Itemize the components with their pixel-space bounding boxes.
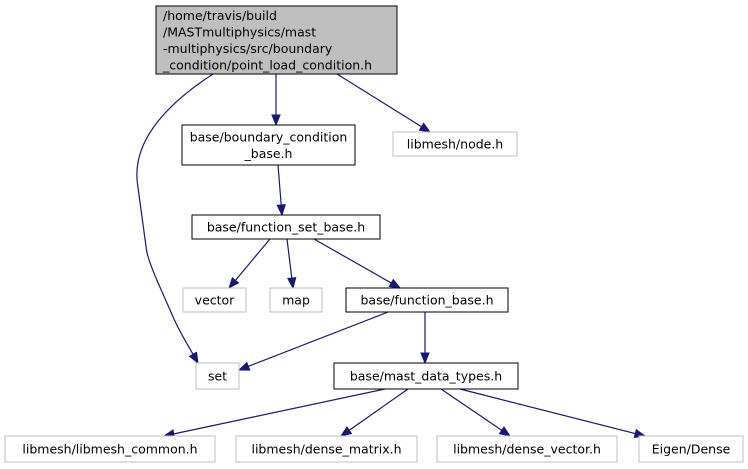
node-label-line: libmesh/libmesh_common.h xyxy=(22,442,197,457)
nodes-layer: /home/travis/build/MASTmultiphysics/mast… xyxy=(4,5,744,463)
arrowhead-root-to-set xyxy=(188,351,199,365)
node-box xyxy=(191,214,381,240)
node-bc-base[interactable]: base/boundary_condition _base.h xyxy=(181,124,356,166)
edge-mast_types-to-lm_common xyxy=(172,388,386,435)
node-label-line: /home/travis/build xyxy=(163,8,277,23)
arrowhead-fset_base-to-map xyxy=(287,277,297,290)
node-box xyxy=(195,362,240,390)
node-map[interactable]: map xyxy=(269,287,323,313)
node-box xyxy=(182,287,247,313)
node-box xyxy=(181,124,356,166)
node-box xyxy=(235,435,418,463)
node-node-h[interactable]: libmesh/node.h xyxy=(392,131,518,157)
node-dense-matrix[interactable]: libmesh/dense_matrix.h xyxy=(235,435,418,463)
node-box xyxy=(269,287,323,313)
node-label-line: vector xyxy=(195,293,236,308)
node-label-line: _base.h xyxy=(244,146,293,161)
arrowhead-func_base-to-set xyxy=(237,361,251,371)
edge-mast_types-to-eigen xyxy=(459,388,637,435)
node-box xyxy=(155,5,398,75)
edge-fset_base-to-func_base xyxy=(313,238,393,285)
edge-func_base-to-set xyxy=(247,311,389,368)
arrowhead-fset_base-to-vector xyxy=(228,276,240,290)
edge-root-to-set xyxy=(136,73,214,356)
node-label-line: base/function_set_base.h xyxy=(207,220,365,235)
node-dense-vector[interactable]: libmesh/dense_vector.h xyxy=(436,435,618,463)
node-label-line: map xyxy=(282,293,310,308)
arrowhead-bc_base-to-fset_base xyxy=(276,204,286,217)
node-set[interactable]: set xyxy=(195,362,240,390)
edge-bc_base-to-fset_base xyxy=(277,164,282,207)
node-label-line: -multiphysics/src/boundary xyxy=(163,41,333,56)
node-root: /home/travis/build/MASTmultiphysics/mast… xyxy=(155,5,398,75)
edge-mast_types-to-dense_vector xyxy=(440,388,503,432)
node-label-line: Eigen/Dense xyxy=(652,442,731,457)
node-vector[interactable]: vector xyxy=(182,287,247,313)
node-box xyxy=(392,131,518,157)
node-box xyxy=(345,287,509,313)
node-box xyxy=(4,435,216,463)
node-box xyxy=(638,435,744,463)
node-label-line: libmesh/node.h xyxy=(407,137,503,152)
arrowhead-mast_types-to-dense_vector xyxy=(498,426,512,437)
node-box xyxy=(333,362,519,390)
node-label-line: base/boundary_condition xyxy=(190,129,348,144)
node-fset-base[interactable]: base/function_set_base.h xyxy=(191,214,381,240)
node-label-line: libmesh/dense_matrix.h xyxy=(251,442,401,457)
arrowhead-root-to-bc_base xyxy=(271,114,281,127)
node-label-line: base/mast_data_types.h xyxy=(350,369,502,384)
node-label-line: _condition/point_load_condition.h xyxy=(162,57,372,72)
node-mast-types[interactable]: base/mast_data_types.h xyxy=(333,362,519,390)
node-label-line: set xyxy=(208,369,227,384)
edge-fset_base-to-map xyxy=(286,238,293,280)
edge-root-to-node_h xyxy=(336,73,423,128)
arrowhead-func_base-to-mast_types xyxy=(420,352,430,365)
node-lm-common[interactable]: libmesh/libmesh_common.h xyxy=(4,435,216,463)
node-func-base[interactable]: base/function_base.h xyxy=(345,287,509,313)
node-label-line: /MASTmultiphysics/mast xyxy=(163,24,316,39)
node-box xyxy=(436,435,618,463)
arrowhead-fset_base-to-func_base xyxy=(388,278,402,289)
edge-mast_types-to-dense_matrix xyxy=(348,388,409,432)
edge-fset_base-to-vector xyxy=(234,238,271,282)
node-label-line: base/function_base.h xyxy=(360,293,493,308)
arrowhead-mast_types-to-dense_matrix xyxy=(339,426,353,437)
node-eigen[interactable]: Eigen/Dense xyxy=(638,435,744,463)
arrowhead-root-to-node_h xyxy=(418,122,432,133)
node-label-line: libmesh/dense_vector.h xyxy=(453,442,601,457)
